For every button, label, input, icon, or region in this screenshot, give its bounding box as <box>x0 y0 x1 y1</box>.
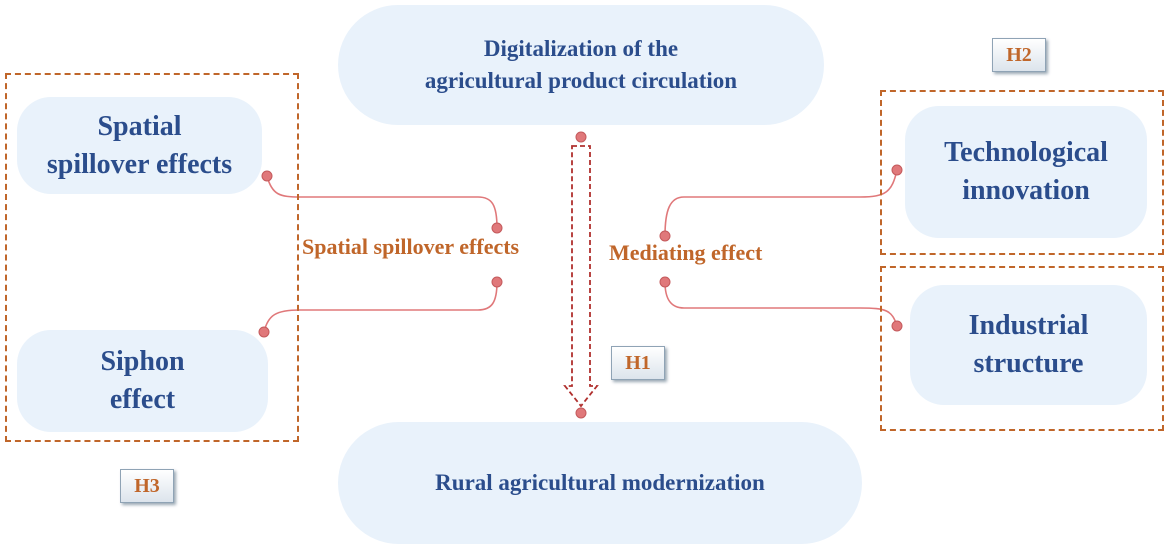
connector-dot <box>491 222 503 234</box>
hypothesis-h2-badge: H2 <box>992 38 1046 72</box>
connector-dot <box>575 131 587 143</box>
connector-dot <box>491 276 503 288</box>
connector-dot <box>261 170 273 182</box>
node-siphon-line1: Siphon <box>100 346 185 377</box>
connector-siphon <box>263 281 498 333</box>
connector-industrial <box>664 281 898 327</box>
h2-group-box-industrial <box>880 266 1164 431</box>
node-siphon-line2: effect <box>109 384 176 415</box>
node-tech-line2: innovation <box>962 175 1090 206</box>
connector-spatial <box>266 175 498 229</box>
h3-group-box <box>5 73 299 442</box>
node-industrial-line2: structure <box>973 348 1084 379</box>
node-industrial-line1: Industrial <box>968 310 1089 341</box>
connector-dot <box>659 230 671 242</box>
node-technological-innovation: Technological innovation <box>905 106 1147 238</box>
node-digitalization-line1: Digitalization of the <box>483 36 679 61</box>
h1-arrow <box>563 145 599 408</box>
h2-group-box-tech <box>880 90 1164 255</box>
hypothesis-h3-badge: H3 <box>120 469 174 503</box>
node-spatial-line1: Spatial <box>97 110 182 142</box>
node-siphon-effect: Siphon effect <box>17 330 268 432</box>
node-digitalization: Digitalization of the agricultural produ… <box>338 5 824 125</box>
connector-dot <box>891 320 903 332</box>
node-rural-modernization-label: Rural agricultural modernization <box>435 470 765 495</box>
label-spatial-spillover-effects: Spatial spillover effects <box>302 234 520 259</box>
node-spatial-line2: spillover effects <box>46 148 233 180</box>
connector-dot <box>659 276 671 288</box>
node-rural-modernization: Rural agricultural modernization <box>338 422 862 544</box>
label-mediating-effect: Mediating effect <box>609 240 763 265</box>
connector-tech <box>664 169 898 237</box>
connector-dot <box>891 164 903 176</box>
hypothesis-h1-badge: H1 <box>611 346 665 380</box>
node-tech-line1: Technological <box>944 137 1108 168</box>
connector-dot <box>575 407 587 419</box>
node-industrial-structure: Industrial structure <box>910 285 1147 405</box>
node-digitalization-line2: agricultural product circulation <box>424 68 738 93</box>
node-spatial-spillover: Spatial spillover effects <box>17 97 262 194</box>
connector-dot <box>258 326 270 338</box>
